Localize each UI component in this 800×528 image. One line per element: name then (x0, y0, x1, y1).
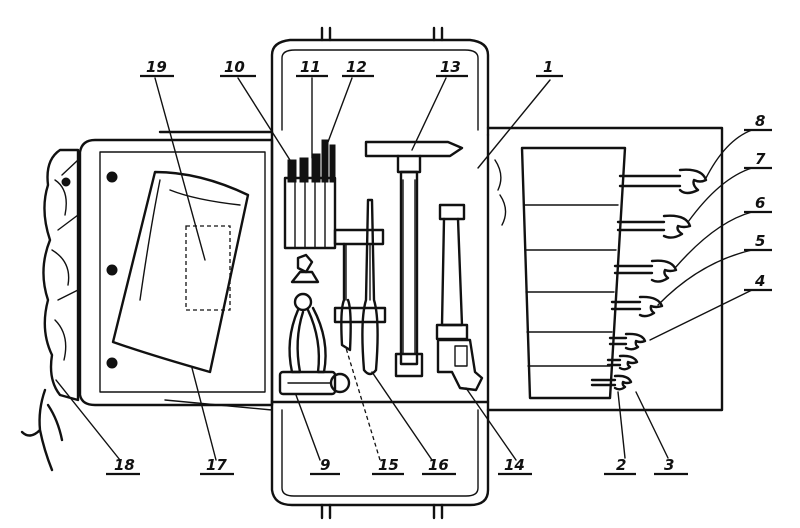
callout-2: 2 (616, 456, 626, 474)
callout-15: 15 (378, 456, 399, 474)
left-flap (78, 130, 274, 411)
right-flap (486, 126, 724, 412)
center-case (270, 26, 490, 520)
callout-3: 3 (664, 456, 674, 474)
callout-12: 12 (346, 58, 367, 76)
bit-holder (283, 139, 337, 250)
callout-13: 13 (440, 58, 461, 76)
callout-14: 14 (504, 456, 525, 474)
leader-lines (55, 77, 753, 461)
hammer (364, 140, 464, 378)
callout-9: 9 (320, 456, 330, 474)
callout-5: 5 (755, 232, 765, 250)
callout-labels: 1 2 3 4 5 6 7 8 9 10 11 12 13 14 15 16 1… (106, 58, 772, 476)
cloth-rag (20, 148, 80, 472)
callout-8: 8 (755, 112, 765, 130)
callout-6: 6 (755, 194, 765, 212)
callout-7: 7 (755, 150, 766, 168)
pliers (278, 253, 351, 396)
callout-1: 1 (543, 58, 553, 76)
screwdrivers (333, 198, 387, 376)
callout-16: 16 (428, 456, 449, 474)
parts-bag (111, 170, 250, 374)
adjustable-wrench (435, 203, 484, 392)
callout-11: 11 (300, 58, 321, 76)
callout-18: 18 (114, 456, 135, 474)
callout-19: 19 (146, 58, 167, 76)
callout-17: 17 (206, 456, 227, 474)
callout-4: 4 (754, 272, 765, 290)
open-end-wrenches (590, 168, 708, 391)
callout-10: 10 (224, 58, 245, 76)
